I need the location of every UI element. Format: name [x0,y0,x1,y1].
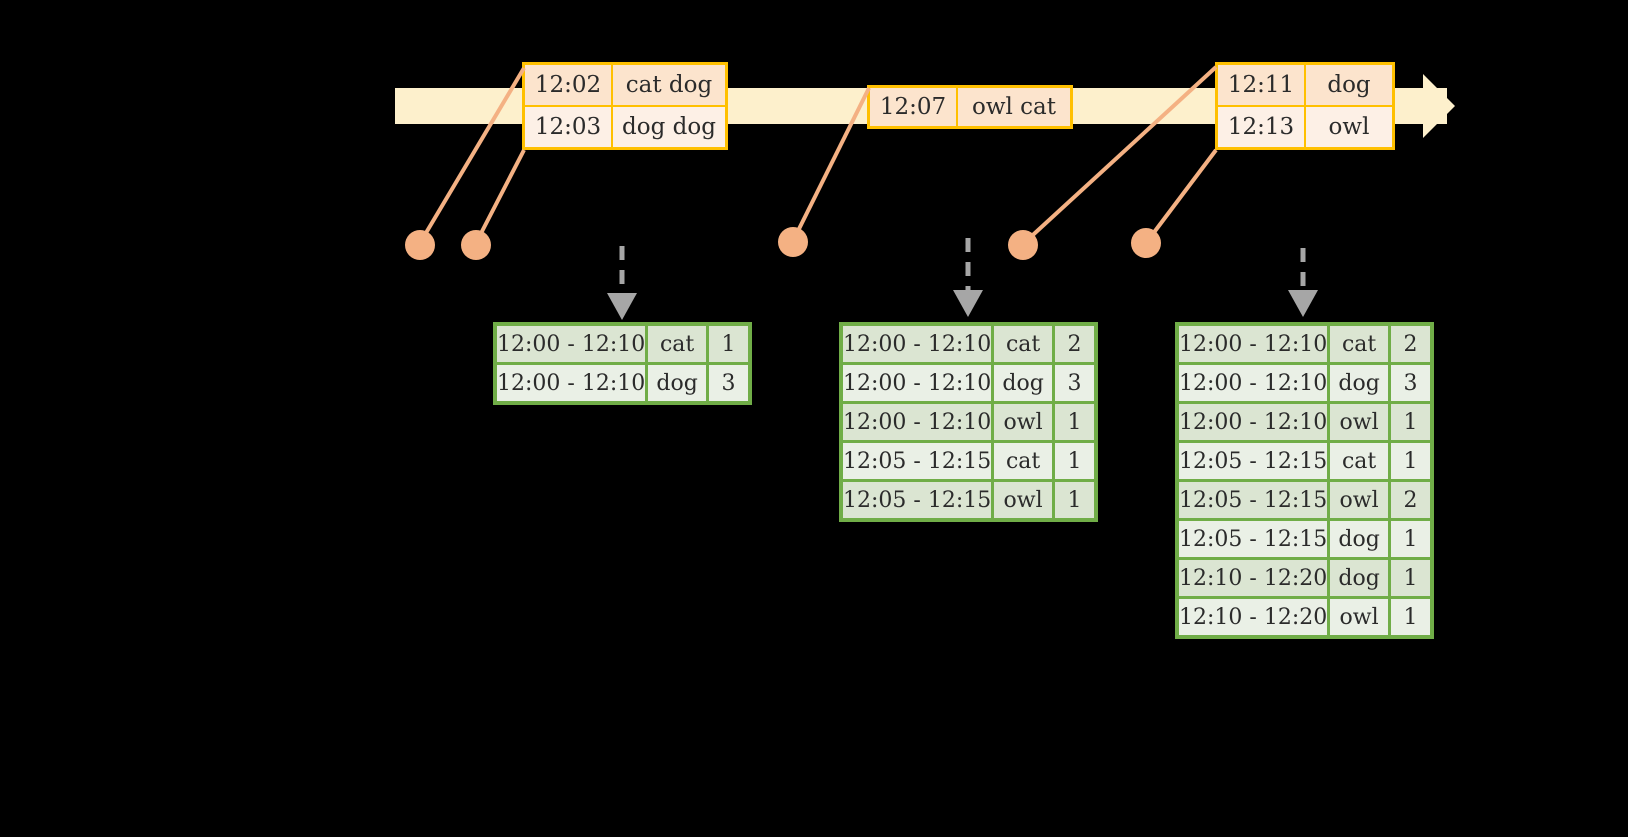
event-time: 12:07 [870,88,956,126]
table-row[interactable]: 12:00 - 12:10 dog 3 [843,365,1094,401]
event-time: 12:13 [1218,107,1304,147]
table-row[interactable]: 12:00 - 12:10 cat 1 [497,326,748,362]
count-cell: 1 [1054,404,1094,440]
event-row[interactable]: 12:11 dog [1218,65,1392,105]
connector-dot-1 [405,230,435,260]
event-payload: owl [1306,107,1392,147]
key-cell: cat [1330,443,1388,479]
table-row[interactable]: 12:10 - 12:20 dog 1 [1179,560,1430,596]
emit-arrow-head-3 [1288,290,1318,317]
table-row[interactable]: 12:05 - 12:15 cat 1 [1179,443,1430,479]
window-cell: 12:00 - 12:10 [1179,326,1328,362]
emit-arrow-head-1 [607,293,637,320]
window-cell: 12:05 - 12:15 [1179,443,1328,479]
event-time: 12:03 [525,107,611,147]
count-cell: 2 [1390,326,1430,362]
window-cell: 12:00 - 12:10 [843,326,992,362]
key-cell: cat [994,443,1052,479]
count-cell: 1 [1390,521,1430,557]
count-cell: 1 [708,326,748,362]
event-payload: dog [1306,65,1392,105]
count-cell: 3 [708,365,748,401]
count-cell: 3 [1054,365,1094,401]
count-cell: 1 [1390,560,1430,596]
event-row[interactable]: 12:03 dog dog [525,107,725,147]
key-cell: owl [1330,599,1388,635]
table-row[interactable]: 12:00 - 12:10 owl 1 [843,404,1094,440]
table-row[interactable]: 12:00 - 12:10 dog 3 [497,365,748,401]
event-row[interactable]: 12:07 owl cat [870,88,1070,126]
window-cell: 12:05 - 12:15 [1179,482,1328,518]
table-row[interactable]: 12:10 - 12:20 owl 1 [1179,599,1430,635]
window-cell: 12:00 - 12:10 [1179,404,1328,440]
count-cell: 1 [1390,443,1430,479]
result-table-2[interactable]: 12:00 - 12:10 cat 2 12:00 - 12:10 dog 3 … [839,322,1098,522]
connector-dot-2 [461,230,491,260]
event-time: 12:02 [525,65,611,105]
key-cell: cat [648,326,706,362]
result-table-1[interactable]: 12:00 - 12:10 cat 1 12:00 - 12:10 dog 3 [493,322,752,405]
window-cell: 12:00 - 12:10 [497,326,646,362]
table-row[interactable]: 12:05 - 12:15 cat 1 [843,443,1094,479]
count-cell: 1 [1390,599,1430,635]
key-cell: owl [994,404,1052,440]
key-cell: dog [648,365,706,401]
count-cell: 2 [1054,326,1094,362]
key-cell: dog [994,365,1052,401]
count-cell: 3 [1390,365,1430,401]
key-cell: cat [994,326,1052,362]
window-cell: 12:00 - 12:10 [843,404,992,440]
connector-dot-3 [778,227,808,257]
timeline-arrowhead [1423,74,1455,138]
table-row[interactable]: 12:00 - 12:10 cat 2 [843,326,1094,362]
window-cell: 12:05 - 12:15 [843,443,992,479]
window-cell: 12:05 - 12:15 [843,482,992,518]
event-group-2[interactable]: 12:07 owl cat [867,85,1073,129]
window-cell: 12:10 - 12:20 [1179,599,1328,635]
event-time: 12:11 [1218,65,1304,105]
event-payload: cat dog [613,65,725,105]
table-row[interactable]: 12:00 - 12:10 dog 3 [1179,365,1430,401]
result-table-3[interactable]: 12:00 - 12:10 cat 2 12:00 - 12:10 dog 3 … [1175,322,1434,639]
count-cell: 1 [1054,482,1094,518]
key-cell: dog [1330,365,1388,401]
key-cell: cat [1330,326,1388,362]
event-group-1[interactable]: 12:02 cat dog 12:03 dog dog [522,62,728,150]
event-payload: dog dog [613,107,725,147]
key-cell: owl [1330,404,1388,440]
connector-line-5 [1144,148,1218,245]
window-cell: 12:10 - 12:20 [1179,560,1328,596]
emit-arrow-head-2 [953,290,983,317]
key-cell: dog [1330,560,1388,596]
count-cell: 1 [1390,404,1430,440]
key-cell: owl [994,482,1052,518]
connector-dot-5 [1131,228,1161,258]
table-row[interactable]: 12:00 - 12:10 owl 1 [1179,404,1430,440]
event-row[interactable]: 12:13 owl [1218,107,1392,147]
table-row[interactable]: 12:05 - 12:15 owl 2 [1179,482,1430,518]
window-cell: 12:00 - 12:10 [1179,365,1328,401]
table-row[interactable]: 12:05 - 12:15 owl 1 [843,482,1094,518]
connector-line-2 [474,149,526,244]
event-group-3[interactable]: 12:11 dog 12:13 owl [1215,62,1395,150]
window-cell: 12:05 - 12:15 [1179,521,1328,557]
event-payload: owl cat [958,88,1070,126]
table-row[interactable]: 12:00 - 12:10 cat 2 [1179,326,1430,362]
count-cell: 2 [1390,482,1430,518]
key-cell: owl [1330,482,1388,518]
window-cell: 12:00 - 12:10 [497,365,646,401]
count-cell: 1 [1054,443,1094,479]
event-row[interactable]: 12:02 cat dog [525,65,725,105]
connector-dot-4 [1008,230,1038,260]
table-row[interactable]: 12:05 - 12:15 dog 1 [1179,521,1430,557]
window-cell: 12:00 - 12:10 [843,365,992,401]
key-cell: dog [1330,521,1388,557]
